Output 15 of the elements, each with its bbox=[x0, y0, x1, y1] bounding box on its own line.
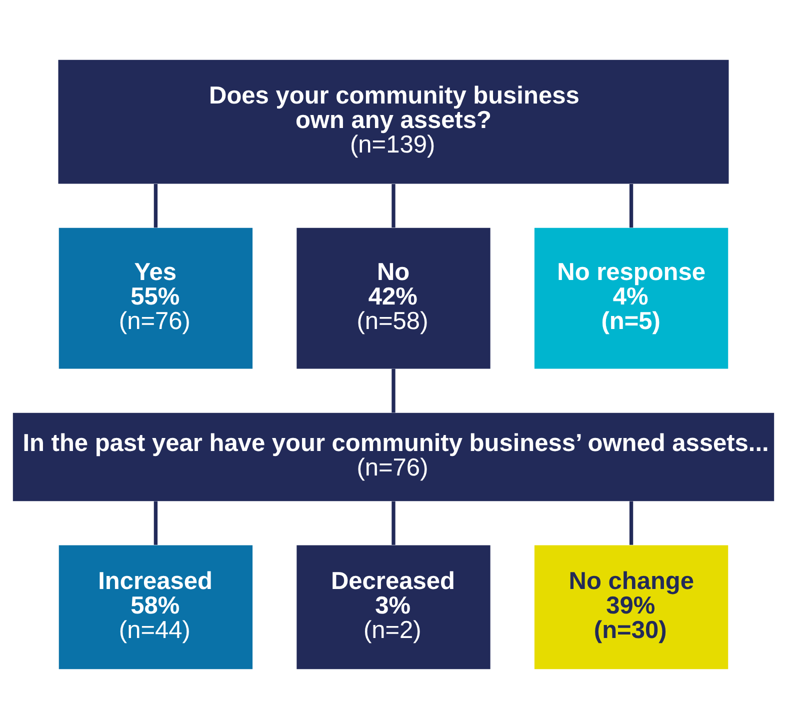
connector bbox=[629, 184, 634, 228]
node-box: Yes 55% (n=76) bbox=[58, 227, 253, 368]
node-box: No 42% (n=58) bbox=[296, 227, 490, 368]
node-box: No response 4% (n=5) bbox=[534, 227, 728, 368]
node-box: In the past year have your community business’ owned assets... (n=76) bbox=[12, 412, 774, 501]
node-box: Does your community business own any assets? (n=139) bbox=[58, 59, 729, 184]
connector bbox=[392, 368, 396, 412]
node-box: Decreased 3% (n=2) bbox=[296, 544, 490, 669]
node-box: No change 39% (n=30) bbox=[534, 544, 728, 669]
connector bbox=[629, 500, 634, 544]
connector bbox=[392, 500, 396, 544]
connector bbox=[392, 184, 396, 228]
connector bbox=[154, 184, 158, 228]
node-box: Increased 58% (n=44) bbox=[58, 544, 253, 669]
connector bbox=[154, 500, 158, 544]
